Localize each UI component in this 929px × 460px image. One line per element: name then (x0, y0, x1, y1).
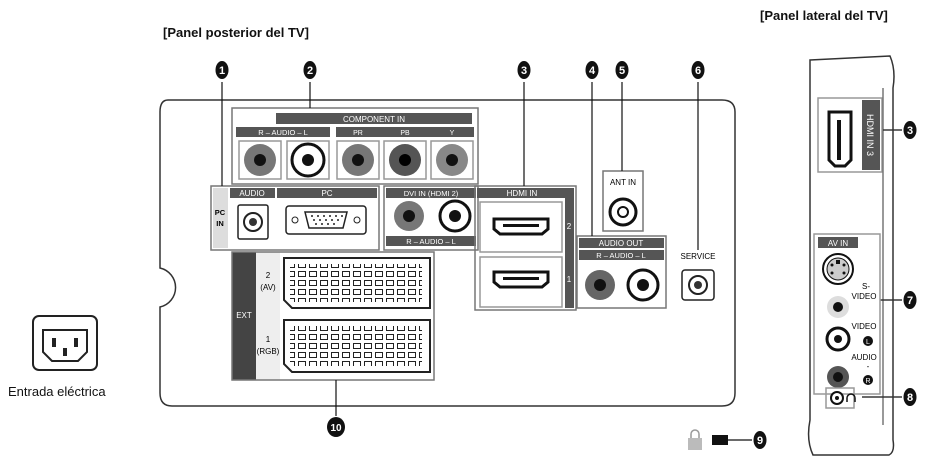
svg-text:5: 5 (619, 65, 625, 77)
hdmi-1-number: 1 (567, 275, 572, 284)
side-r-label: R (865, 378, 870, 385)
side-av-in-group: AV IN S- VIDEO VIDEO L AUDIO - R (813, 233, 881, 395)
dvi-in-group: DVI IN (HDMI 2) R – AUDIO – L (383, 185, 479, 251)
audio-out-rl-label: R – AUDIO – L (596, 251, 646, 260)
scart-1-label-a: 1 (266, 335, 271, 344)
scart-1-label-b: (RGB) (257, 347, 280, 356)
component-in-label: COMPONENT IN (343, 115, 405, 124)
callout-3: 3 (517, 61, 531, 79)
pc-vga-connector (285, 205, 367, 235)
ant-in-label: ANT IN (610, 178, 636, 187)
side-audio-l-jack (825, 326, 851, 352)
audio-out-group: AUDIO OUT R – AUDIO – L (576, 235, 667, 309)
component-pb-jack (383, 140, 427, 180)
callout-7: 7 (903, 291, 917, 309)
component-audio-r-jack (238, 140, 282, 180)
svg-text:10: 10 (330, 423, 342, 434)
rear-panel-title: [Panel posterior del TV] (163, 25, 309, 40)
pc-in-label-2: IN (216, 219, 224, 228)
component-in-group: COMPONENT IN R – AUDIO – L PR PB Y (231, 107, 479, 185)
dvi-in-label: DVI IN (HDMI 2) (404, 189, 459, 198)
scart-1-connector (283, 319, 431, 373)
scart-2-label-a: 2 (266, 271, 271, 280)
svg-text:3: 3 (521, 65, 527, 77)
svg-text:2: 2 (307, 65, 313, 77)
side-s-video-label-2: VIDEO (852, 292, 877, 301)
ant-in-group: ANT IN (602, 170, 644, 232)
callout-2: 2 (303, 61, 317, 79)
component-audio-label: R – AUDIO – L (258, 128, 308, 137)
hdmi-2-number: 2 (567, 222, 572, 231)
side-panel-title: [Panel lateral del TV] (760, 8, 888, 23)
side-av-in-label: AV IN (828, 239, 849, 248)
hdmi-2-port (479, 201, 563, 253)
ext-scart-group: EXT 2 (AV) 1 (RGB) (231, 251, 435, 381)
svg-text:9: 9 (757, 435, 763, 447)
callout-5: 5 (615, 61, 629, 79)
hdmi-in-label: HDMI IN (507, 189, 538, 198)
side-s-video-jack (822, 253, 854, 285)
side-hdmi-in3-label: HDMI IN 3 (865, 114, 875, 156)
side-dash-label: - (867, 362, 870, 371)
callout-3-side: 3 (903, 121, 917, 139)
pc-in-group: PC IN AUDIO PC (210, 185, 380, 251)
side-audio-r-jack (827, 366, 849, 388)
svg-text:3: 3 (907, 125, 913, 137)
pc-label: PC (321, 189, 332, 198)
component-pr-label: PR (353, 130, 363, 137)
side-video-jack (827, 296, 849, 318)
pc-audio-jack (237, 204, 269, 240)
ext-label: EXT (236, 311, 252, 320)
power-inlet-icon (32, 315, 98, 371)
scart-2-connector (283, 257, 431, 309)
service-jack (681, 269, 715, 301)
rear-panel-outline (159, 99, 736, 407)
svg-text:4: 4 (589, 65, 596, 77)
component-y-jack (430, 140, 474, 180)
svg-text:6: 6 (695, 65, 701, 77)
callout-9: 9 (753, 431, 767, 449)
dvi-audio-label: R – AUDIO – L (406, 237, 456, 246)
side-hdmi-port (827, 110, 853, 168)
svg-text:1: 1 (219, 65, 225, 77)
power-input-caption: Entrada eléctrica (8, 384, 106, 399)
component-pr-jack (336, 140, 380, 180)
callout-8: 8 (903, 388, 917, 406)
side-panel-outline (807, 55, 895, 456)
hdmi-in-group: HDMI IN 2 1 (474, 185, 577, 311)
side-s-video-label-1: S- (862, 282, 870, 291)
service-label: SERVICE (681, 252, 716, 261)
service-group: SERVICE (681, 252, 716, 301)
kensington-lock-icon (688, 429, 728, 450)
svg-text:7: 7 (907, 295, 913, 307)
pc-in-label-1: PC (215, 208, 226, 217)
callout-10: 10 (327, 417, 345, 437)
callout-6: 6 (691, 61, 705, 79)
callout-1: 1 (215, 61, 229, 79)
component-y-label: Y (450, 130, 455, 137)
side-hdmi-in3-group: HDMI IN 3 (817, 97, 883, 173)
audio-out-label: AUDIO OUT (599, 239, 644, 248)
side-audio-label: AUDIO (851, 353, 876, 362)
scart-2-label-b: (AV) (260, 283, 276, 292)
hdmi-1-port (479, 256, 563, 308)
component-audio-l-jack (286, 140, 330, 180)
pc-audio-label: AUDIO (239, 189, 264, 198)
component-pb-label: PB (400, 130, 410, 137)
svg-text:8: 8 (907, 392, 913, 404)
side-l-label: L (866, 339, 870, 346)
side-headphone-group (825, 387, 856, 409)
headphone-icon (846, 393, 856, 402)
callout-4: 4 (585, 61, 599, 79)
side-video-label: VIDEO (852, 322, 877, 331)
